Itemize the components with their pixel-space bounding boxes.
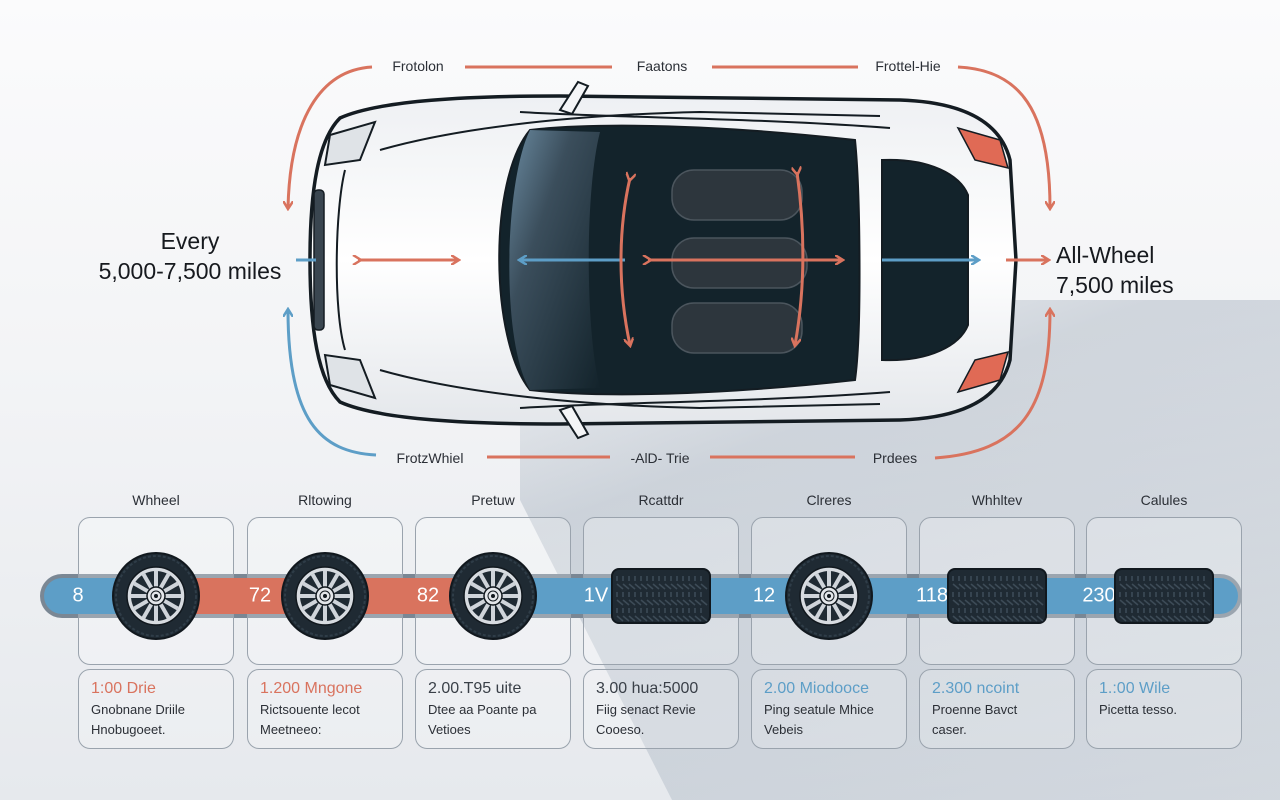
wheel-tire-icon [281,552,369,640]
bottom-route-label-2: -AlD- Trie [630,450,690,466]
interval-number: 230 [1082,584,1116,607]
awd-interval-line1: All-Wheel [1056,242,1155,268]
interval-number: 1V [583,584,609,607]
tread-tire-icon [611,568,711,624]
interval-number: 12 [752,584,776,607]
info-line: caser. [932,722,967,737]
info-line: Ping seatule Mhice [764,702,874,717]
tail-light-bottom [956,350,1010,394]
top-route-arrows [288,65,1050,208]
interval-number: 82 [416,584,440,607]
mirror-bottom [558,404,590,440]
info-line: Fiig senact Revie [596,702,696,717]
tail-light-top [956,126,1010,170]
rear-seat-vertical-arrow [795,172,805,345]
info-line: Gnobnane Driile [91,702,185,717]
column-title: Clreres [806,492,852,508]
info-heading: 1.200 Mngone [260,680,363,697]
column-title: Calules [1140,492,1188,508]
bottom-right-curve-arrow [934,310,1050,460]
info-line: Dtee aa Poante pa [428,702,537,717]
info-heading: 2.00.T95 uite [428,680,522,697]
awd-interval-line2: 7,500 miles [1056,272,1174,298]
bottom-route-label-1: FrotzWhiel [396,450,464,466]
info-line: Cooeso. [596,722,645,737]
tread-tire-icon [1114,568,1214,624]
column-title: Rcattdr [638,492,684,508]
interval-number: 8 [72,584,84,607]
wheel-tire-icon [112,552,200,640]
column-title: Rltowing [298,492,352,508]
top-route-label-1: Frotolon [392,58,444,74]
tread-tire-icon [947,568,1047,624]
interval-number: 118 [916,584,948,607]
bottom-route-label-3: Prdees [872,450,918,466]
info-line: Meetneeo: [260,722,322,737]
front-interval-label: Every 5,000-7,500 miles [80,226,300,286]
column-title: Whhltev [971,492,1023,508]
info-heading: 1:00 Drie [91,680,156,697]
interval-number: 72 [248,584,272,607]
wheel-tire-icon [785,552,873,640]
wheel-tire-icon [449,552,537,640]
inner-rotation-arrows [296,172,1048,345]
info-line: Proenne Bavct [932,702,1018,717]
headlight-bottom [323,353,377,400]
seats [671,169,808,354]
mirror-top [558,80,590,116]
top-route-label-2: Faatons [636,58,688,74]
info-line: Picetta tesso. [1099,702,1178,717]
top-route-label-3: Frottel-Hie [875,58,941,74]
info-heading: 2.300 ncoint [932,680,1020,697]
info-line: Rictsouente lecot [260,702,360,717]
top-right-curve-arrow [957,65,1050,208]
top-left-curve-arrow [288,65,373,208]
info-line: Vetioes [428,722,471,737]
front-interval-line2: 5,000-7,500 miles [98,258,282,284]
bottom-route-arrows [288,310,1050,460]
front-interval-line1: Every [160,228,220,254]
info-heading: 2.00 Miodooce [764,680,869,697]
info-heading: 3.00 hua:5000 [596,680,699,697]
hood-line [335,169,346,351]
info-line: Hnobugoeet. [91,722,166,737]
info-line: Vebeis [764,722,804,737]
column-title: Pretuw [471,492,515,508]
headlight-top [323,120,377,167]
column-title: Whheel [132,492,180,508]
bottom-left-curve-arrow [288,310,377,457]
front-seat-vertical-arrow [619,178,630,345]
info-heading: 1.:00 Wile [1099,680,1171,697]
awd-interval-label: All-Wheel 7,500 miles [1056,240,1174,300]
